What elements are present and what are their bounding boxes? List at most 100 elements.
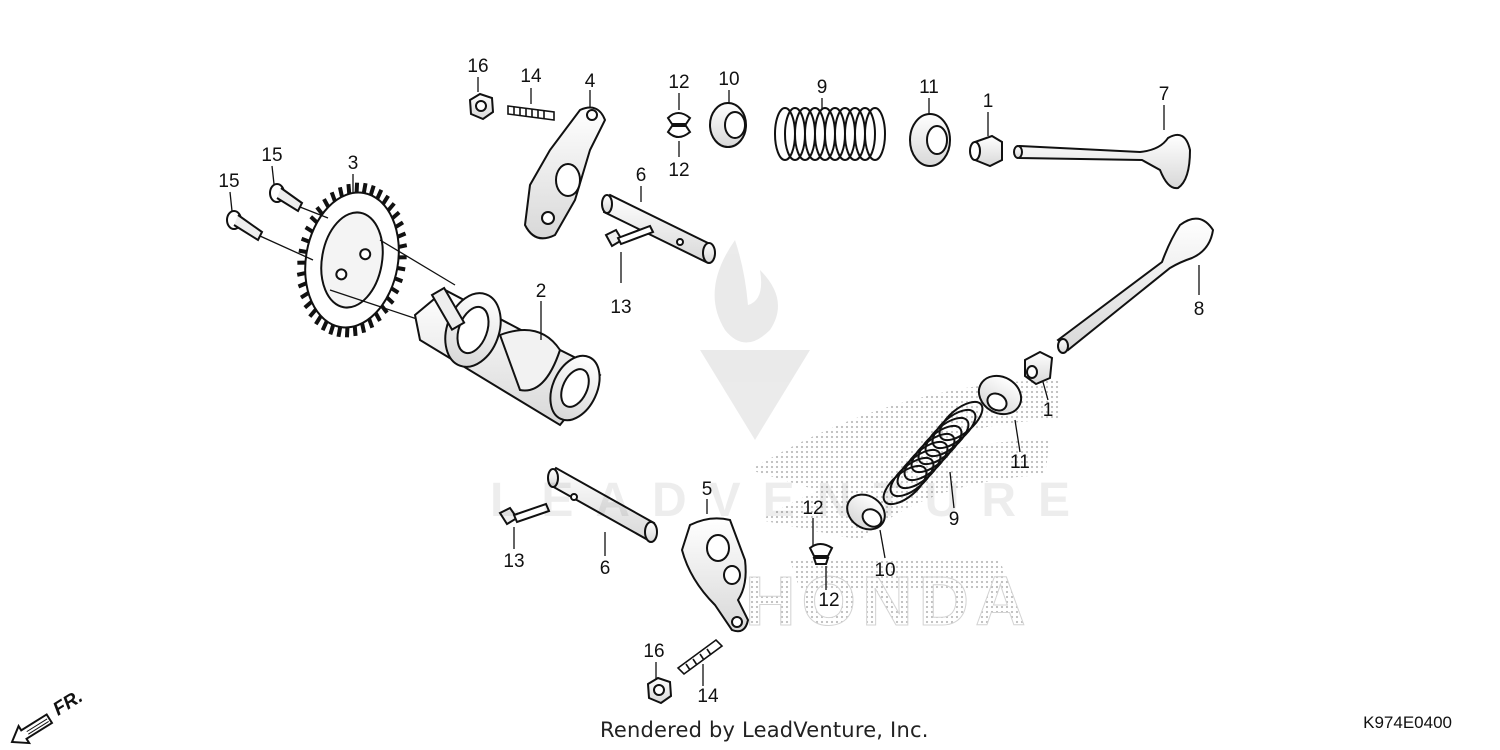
gear-tooth: [360, 322, 367, 334]
callout-6-upper: 6: [636, 165, 647, 186]
gear-tooth: [337, 186, 344, 198]
callout-3: 3: [348, 153, 359, 174]
gear-tooth: [320, 320, 329, 331]
gear-tooth: [303, 300, 313, 310]
gear-tooth: [322, 198, 331, 208]
leader-lines: [229, 77, 1200, 686]
callout-labels: 16 14 4 12 12 10 9 11 1 7 15 15 3 6 13 2…: [218, 56, 1204, 707]
adjuster-screw-upper: [507, 105, 555, 121]
callout-11-upper: 11: [919, 77, 939, 98]
gear-tooth: [314, 314, 323, 326]
cam-sprocket: [296, 182, 456, 338]
valve-spring-upper: [774, 107, 886, 161]
callout-16-upper: 16: [467, 56, 488, 77]
spring-retainer-upper: [709, 102, 747, 148]
callout-9-lower: 9: [949, 509, 960, 530]
callout-15-lower: 15: [218, 171, 239, 192]
gear-tooth: [390, 286, 400, 295]
rocker-shaft-lower: [547, 466, 658, 543]
gear-tooth: [328, 324, 336, 335]
callout-12-upper-b: 12: [668, 160, 689, 181]
vendor-watermark: LEADVENTURE: [490, 474, 1093, 527]
gear-tooth: [354, 182, 360, 193]
gear-tooth: [381, 194, 390, 206]
callout-13-upper: 13: [610, 297, 631, 318]
callout-14-upper: 14: [520, 66, 542, 87]
front-label: FR.: [50, 686, 87, 720]
brand-watermark-text: HONDA: [745, 562, 1032, 640]
spring-seat-upper: [909, 113, 951, 167]
gear-tooth: [297, 260, 306, 265]
adjuster-nut-lower: [646, 676, 673, 705]
gear-tooth: [336, 326, 343, 338]
gear-tooth: [396, 231, 407, 239]
gear-bolt-upper: [269, 183, 329, 219]
callout-6-lower: 6: [600, 558, 611, 579]
callout-15-upper: 15: [261, 145, 282, 166]
exhaust-valve: [1013, 134, 1192, 190]
rocker-arm-lower: [680, 517, 750, 633]
spring-coil: [938, 400, 984, 442]
gear-tooth: [300, 236, 310, 244]
valve-cotter-lower: [808, 543, 834, 565]
gear-tooth: [391, 210, 401, 220]
gear-tooth: [308, 308, 318, 318]
spring-coil: [854, 107, 876, 161]
stem-seal-lower: [1024, 350, 1054, 386]
gear-tooth: [367, 318, 375, 329]
gear-tooth: [297, 281, 308, 289]
gear-tooth: [329, 191, 337, 202]
rocker-shaft-upper: [601, 193, 716, 264]
callout-12-lower-a: 12: [802, 498, 823, 519]
callout-10-lower: 10: [874, 560, 895, 581]
gear-tooth: [396, 266, 406, 272]
gear-tooth: [309, 215, 319, 224]
callout-9-upper: 9: [817, 77, 828, 98]
callout-12-upper-a: 12: [668, 72, 689, 93]
gear-tooth: [368, 185, 376, 196]
callout-11-lower: 11: [1010, 452, 1030, 473]
gear-tooth: [361, 182, 368, 194]
stem-seal-upper: [969, 134, 1003, 168]
camshaft: [413, 286, 602, 427]
gear-tooth: [352, 325, 358, 337]
gear-tooth: [373, 312, 382, 322]
shaft-bolt-upper: [604, 224, 655, 248]
callout-7: 7: [1159, 84, 1170, 105]
gear-tooth: [398, 255, 407, 260]
gear-tooth: [394, 220, 405, 229]
spring-coil: [864, 107, 886, 161]
gear-tooth: [346, 183, 352, 195]
callout-4: 4: [585, 71, 596, 92]
callout-10-upper: 10: [718, 69, 739, 90]
shaft-bolt-lower: [498, 502, 551, 526]
spring-retainer-lower: [846, 493, 886, 531]
callout-12-lower-b: 12: [818, 590, 839, 611]
callout-8: 8: [1194, 299, 1205, 320]
footer-credit: Rendered by LeadVenture, Inc.: [600, 718, 929, 742]
gear-tooth: [344, 327, 350, 338]
gear-tooth: [298, 248, 308, 254]
adjuster-nut-upper: [468, 92, 495, 121]
diagram-code: K974E0400: [1363, 713, 1452, 732]
callout-1-upper: 1: [983, 91, 994, 112]
callout-2: 2: [536, 281, 547, 302]
front-direction-indicator: FR.: [10, 686, 87, 745]
gear-tooth: [375, 189, 384, 200]
valve-cotter-upper: [666, 112, 692, 138]
callout-16-lower: 16: [643, 641, 664, 662]
intake-valve: [1056, 217, 1215, 354]
gear-tooth: [398, 243, 408, 249]
front-arrow-icon: [10, 713, 54, 745]
rocker-arm-upper: [523, 106, 607, 240]
gear-tooth: [299, 291, 310, 300]
callout-5: 5: [702, 479, 713, 500]
gear-tooth: [315, 206, 324, 216]
gear-tooth: [304, 225, 314, 234]
valve-spring-lower: [882, 400, 984, 506]
gear-tooth: [394, 276, 404, 284]
callout-13-lower: 13: [503, 551, 524, 572]
callout-14-lower: 14: [697, 686, 719, 707]
gear-tooth: [385, 296, 395, 305]
